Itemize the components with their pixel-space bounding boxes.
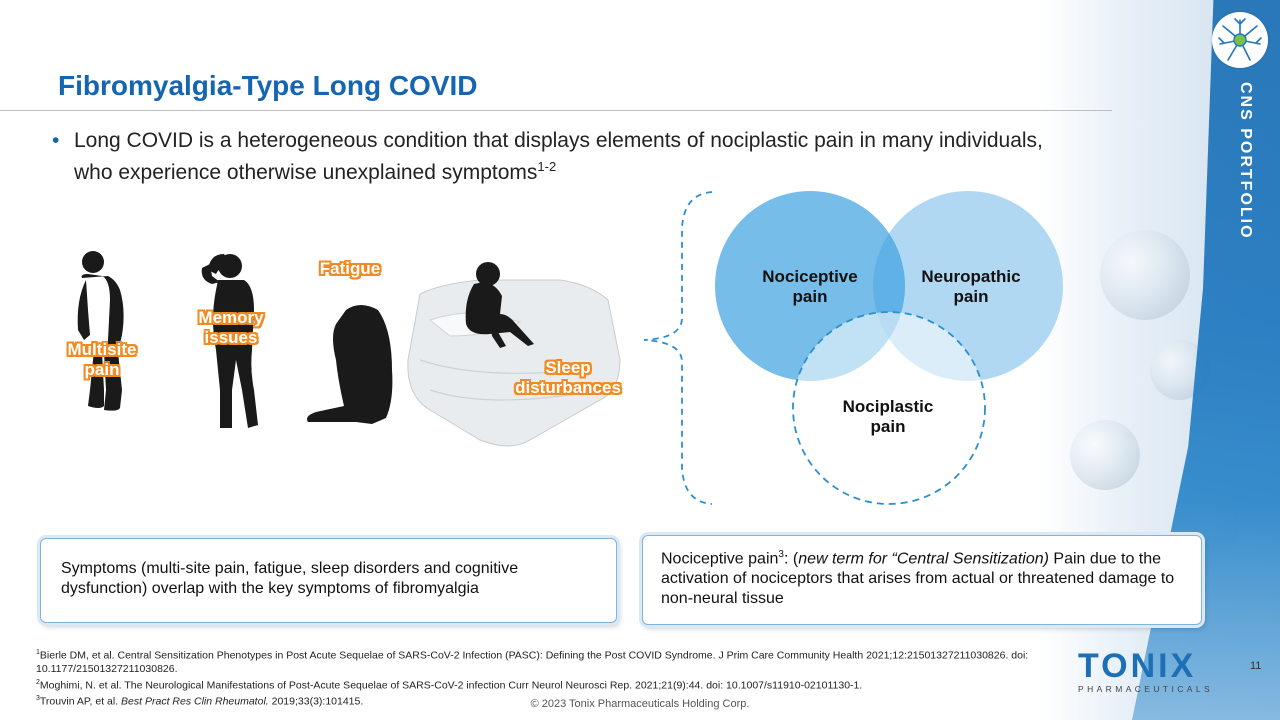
bullet-point: • Long COVID is a heterogeneous conditio… <box>52 128 1082 186</box>
logo-subtitle: PHARMACEUTICALS <box>1078 684 1214 694</box>
seated-person-silhouette <box>307 305 393 424</box>
standing-man-silhouette <box>77 251 124 411</box>
tonix-logo: TONIX PHARMACEUTICALS <box>1078 647 1214 696</box>
man-hand-on-head-silhouette <box>201 254 258 428</box>
copyright: © 2023 Tonix Pharmaceuticals Holding Cor… <box>530 698 750 710</box>
nociceptive-definition-text: Nociceptive pain3: (new term for “Centra… <box>661 549 1175 608</box>
title-divider <box>0 110 1112 111</box>
reference-2: 2Moghimi, N. et al. The Neurological Man… <box>36 678 863 692</box>
nociplastic-circle <box>792 311 986 505</box>
curly-brace <box>643 191 713 505</box>
molecule-decoration <box>1100 230 1190 320</box>
nociplastic-label: Nociplastic pain <box>842 397 934 436</box>
nociceptive-definition-box: Nociceptive pain3: (new term for “Centra… <box>642 535 1202 625</box>
molecule-decoration <box>1070 420 1140 490</box>
section-label: CNS PORTFOLIO <box>1237 82 1254 240</box>
neuropathic-label: Neuropathic pain <box>921 267 1021 306</box>
reference-3: 3Trouvin AP, et al. Best Pract Res Clin … <box>36 695 364 708</box>
fatigue-label: Fatigue <box>319 259 381 278</box>
neuron-badge-icon <box>1212 12 1268 68</box>
symptom-illustrations <box>77 251 621 447</box>
symptoms-overlap-box: Symptoms (multi-site pain, fatigue, slee… <box>40 538 617 623</box>
memory-issues-label: Memory issues <box>198 308 264 347</box>
bullet-text: Long COVID is a heterogeneous condition … <box>74 129 1043 184</box>
reference-1: 1Bierle DM, et al. Central Sensitization… <box>36 649 1029 675</box>
venn-diagram <box>715 191 1063 505</box>
multisite-pain-label: Multisite pain <box>67 340 137 379</box>
page-title: Fibromyalgia-Type Long COVID <box>58 70 478 101</box>
symptoms-overlap-text: Symptoms (multi-site pain, fatigue, slee… <box>61 560 519 597</box>
logo-wordmark: TONIX <box>1078 647 1197 685</box>
nociceptive-label: Nociceptive pain <box>762 267 858 306</box>
bullet-dot-icon: • <box>52 129 60 152</box>
references: 1Bierle DM, et al. Central Sensitization… <box>36 646 1066 709</box>
page-number: 11 <box>1250 660 1262 672</box>
person-on-bed-silhouette <box>465 262 534 348</box>
sleep-disturbances-label: Sleep disturbances <box>515 358 621 397</box>
